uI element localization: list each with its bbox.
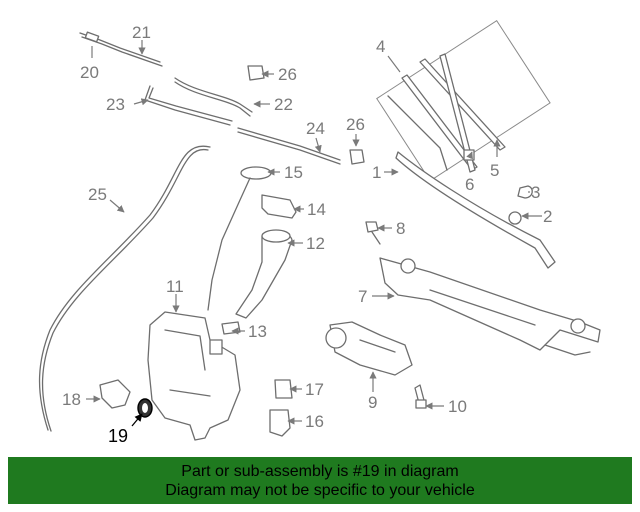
hose-24 [237, 127, 341, 165]
nozzle-26b [349, 149, 365, 165]
callout-1: 1 [372, 163, 381, 182]
callout-4: 4 [376, 37, 385, 56]
grommet-19 [137, 398, 153, 418]
callout-8: 8 [396, 219, 405, 238]
callout-3: 3 [531, 183, 540, 202]
callout-9: 9 [368, 393, 377, 412]
callout-11: 11 [166, 277, 184, 296]
callout-18: 18 [62, 390, 81, 409]
callout-26b: 26 [346, 115, 365, 134]
parts-diagram: 1 2 3 4 5 6 7 8 9 10 11 12 13 14 15 16 1… [38, 19, 601, 446]
callout-20: 20 [80, 63, 99, 82]
callout-24: 24 [306, 119, 325, 138]
callout-6: 6 [465, 175, 474, 194]
bracket-14 [261, 194, 297, 219]
callout-21: 21 [132, 23, 151, 42]
callout-14: 14 [307, 200, 326, 219]
washer-pump-18 [99, 379, 131, 409]
washer-reservoir [147, 311, 241, 441]
callout-19: 19 [108, 426, 128, 446]
hose-23 [144, 85, 233, 126]
banner-line-2: Diagram may not be specific to your vehi… [165, 482, 475, 499]
wiper-arm [395, 151, 556, 269]
nozzle-26a [247, 65, 265, 81]
callout-2: 2 [543, 207, 552, 226]
bolt-8 [365, 221, 381, 245]
callout-5: 5 [490, 161, 499, 180]
callout-17: 17 [305, 380, 324, 399]
callout-7: 7 [358, 287, 367, 306]
callout-12: 12 [306, 234, 325, 253]
callout-25: 25 [88, 185, 107, 204]
bolt-10 [414, 384, 427, 409]
sensor-17 [274, 379, 293, 399]
callout-23: 23 [106, 95, 125, 114]
leader-lines [86, 40, 542, 427]
hose-20-21 [79, 31, 163, 67]
hose-25 [38, 145, 211, 432]
callout-10: 10 [448, 397, 467, 416]
callout-16: 16 [305, 412, 324, 431]
info-banner: Part or sub-assembly is #19 in diagram D… [8, 457, 632, 504]
sensor-16 [269, 409, 291, 437]
filler-neck [221, 229, 293, 335]
wiper-linkage [379, 257, 601, 356]
hose-22 [174, 77, 253, 117]
wiper-blade-group [376, 19, 551, 182]
callout-22: 22 [274, 95, 293, 114]
callout-13: 13 [248, 322, 267, 341]
wiper-motor [325, 321, 413, 376]
banner-line-1: Part or sub-assembly is #19 in diagram [181, 463, 459, 480]
callout-26a: 26 [278, 65, 297, 84]
callout-15: 15 [284, 163, 303, 182]
